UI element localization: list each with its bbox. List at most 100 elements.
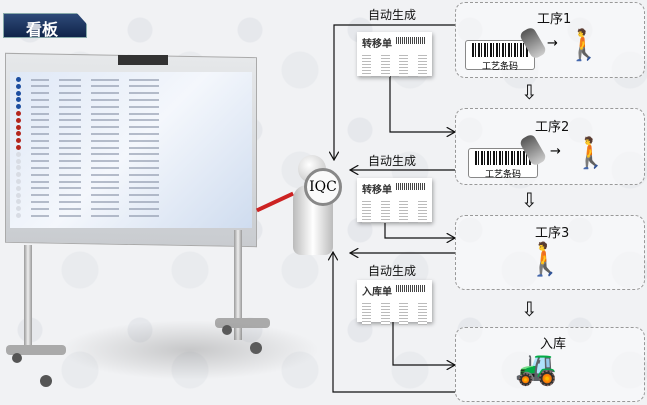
blurred-cell — [129, 139, 159, 142]
blurred-cell — [31, 105, 49, 108]
status-dot-icon — [16, 179, 21, 184]
screen-row — [16, 97, 242, 103]
blurred-cell — [91, 119, 119, 122]
blurred-cell — [129, 98, 159, 101]
wheel-icon — [250, 342, 262, 354]
status-dot-icon — [16, 185, 21, 191]
blurred-cell — [91, 139, 119, 142]
blurred-cell — [31, 85, 49, 88]
blurred-cell — [91, 146, 119, 149]
screen-row — [16, 179, 242, 184]
blurred-cell — [59, 85, 81, 88]
blurred-cell — [31, 160, 49, 163]
blurred-cell — [59, 187, 81, 190]
blurred-cell — [31, 132, 49, 135]
blurred-cell — [91, 207, 119, 210]
blurred-cell — [59, 200, 81, 203]
auto-generate-label: 自动生成 — [368, 264, 417, 278]
blurred-cell — [91, 126, 119, 129]
blurred-cell — [91, 98, 119, 101]
step-3-label: 工序3 — [535, 226, 570, 241]
screen-row — [16, 165, 242, 171]
status-dot-icon — [16, 165, 21, 171]
wheel-icon — [12, 353, 22, 363]
blurred-cell — [129, 92, 159, 95]
blurred-cell — [91, 105, 119, 108]
blurred-cell — [129, 214, 159, 217]
blurred-cell — [129, 105, 159, 108]
blurred-cell — [91, 194, 119, 197]
screen-row — [16, 206, 242, 212]
worker-workbench-icon: 🚶 — [525, 240, 565, 278]
blurred-cell — [129, 187, 159, 190]
transfer-form-doc: 转移单 — [357, 178, 432, 223]
wheel-icon — [40, 375, 52, 387]
kanban-screen — [10, 72, 252, 228]
status-dot-icon — [16, 172, 21, 178]
barcode-tag: 工艺条码 — [465, 40, 535, 72]
blurred-cell — [59, 214, 81, 217]
blurred-cell — [59, 78, 81, 81]
blurred-cell — [31, 98, 49, 101]
blurred-cell — [59, 119, 81, 122]
blurred-cell — [129, 146, 159, 149]
blurred-cell — [31, 78, 49, 81]
blurred-cell — [31, 200, 49, 203]
blurred-cell — [91, 187, 119, 190]
status-dot-icon — [16, 77, 21, 82]
blurred-cell — [91, 153, 119, 156]
auto-generate-label: 自动生成 — [368, 8, 417, 22]
warehouse-label: 入库 — [540, 337, 567, 352]
screen-row — [16, 104, 242, 110]
down-arrow-icon: ⇩ — [521, 80, 538, 104]
arrow-right-icon: → — [547, 36, 558, 51]
screen-row — [16, 199, 242, 205]
status-dot-icon — [16, 111, 21, 116]
step-2-label: 工序2 — [535, 120, 570, 135]
screen-row — [16, 124, 242, 130]
blurred-cell — [129, 160, 159, 163]
warehouse-step — [455, 327, 645, 402]
blurred-cell — [129, 153, 159, 156]
barcode-label: 工艺条码 — [484, 170, 521, 180]
blurred-cell — [91, 214, 119, 217]
status-dot-icon — [16, 83, 21, 89]
blurred-cell — [91, 160, 119, 163]
blurred-cell — [129, 200, 159, 203]
screen-row — [16, 185, 242, 191]
blurred-cell — [59, 146, 81, 149]
blurred-cell — [129, 78, 159, 81]
down-arrow-icon: ⇩ — [521, 188, 538, 212]
barcode-icon — [475, 151, 531, 165]
blurred-cell — [129, 194, 159, 197]
blurred-cell — [91, 166, 119, 169]
status-dot-icon — [16, 138, 21, 144]
barcode-icon — [396, 285, 426, 292]
iqc-label: IQC — [309, 179, 337, 195]
status-dot-icon — [16, 145, 21, 150]
blurred-cell — [91, 112, 119, 115]
title-tab-label: 看板 — [26, 20, 59, 39]
title-tab: 看板 — [3, 13, 87, 38]
blurred-cell — [59, 160, 81, 163]
screen-row — [16, 90, 242, 96]
screen-row — [16, 77, 242, 82]
board-base-right — [215, 318, 270, 328]
screen-row — [16, 117, 242, 123]
status-dot-icon — [16, 104, 21, 110]
board-leg-right — [234, 230, 242, 340]
blurred-cell — [129, 207, 159, 210]
screen-row — [16, 131, 242, 137]
blurred-cell — [31, 187, 49, 190]
blurred-cell — [31, 126, 49, 129]
screen-row — [16, 151, 242, 157]
magnifier-icon: IQC — [304, 168, 342, 206]
worker-table-saw-icon: 🚶 — [565, 28, 603, 63]
blurred-cell — [59, 132, 81, 135]
screen-row — [16, 172, 242, 178]
blurred-cell — [31, 112, 49, 115]
screen-row — [16, 138, 242, 144]
warehouse-entry-doc: 入库单 — [357, 280, 432, 325]
blurred-cell — [59, 207, 81, 210]
